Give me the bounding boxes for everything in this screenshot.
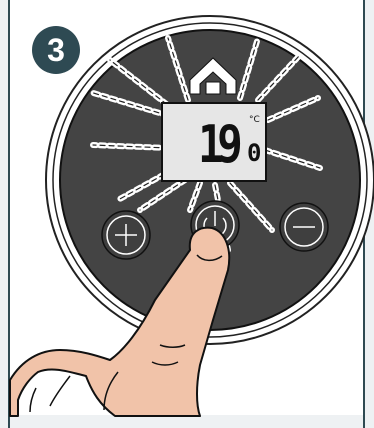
temperature-unit: °C xyxy=(249,115,260,125)
temperature-decimal: 0 xyxy=(247,141,261,165)
step-number-badge: 3 xyxy=(32,26,80,74)
minus-button[interactable] xyxy=(280,203,328,251)
plus-button[interactable] xyxy=(102,211,150,259)
temperature-integer: 19 xyxy=(198,119,244,171)
